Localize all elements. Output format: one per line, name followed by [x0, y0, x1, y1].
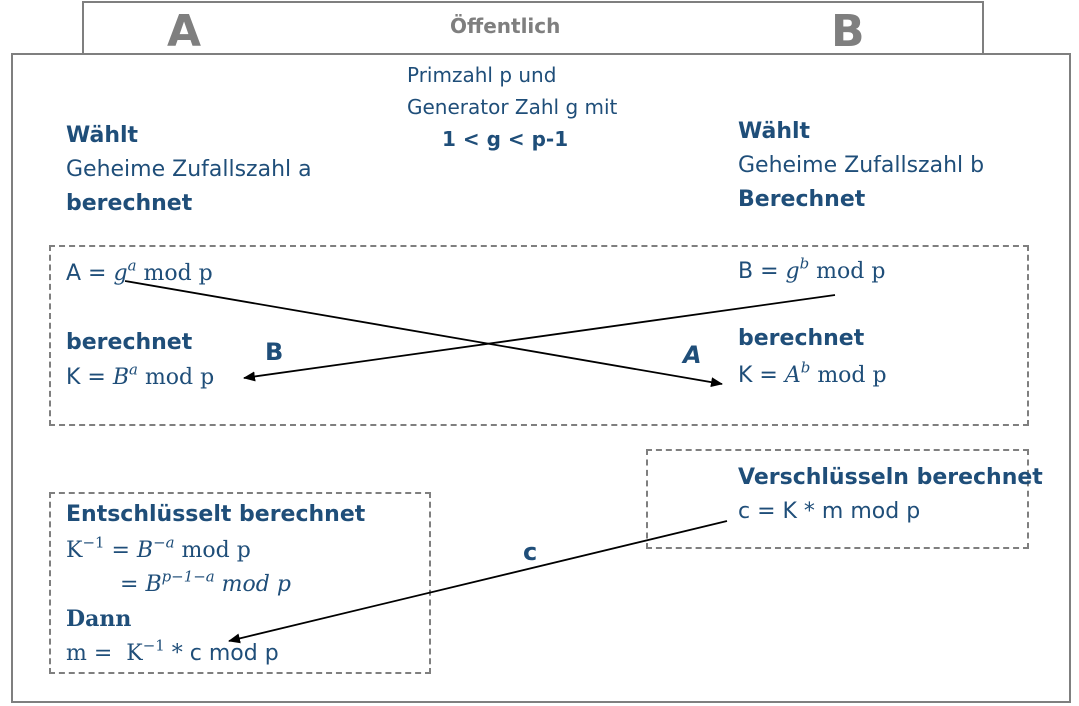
public-params-line1: Primzahl p und [407, 63, 557, 87]
public-params-line2: Generator Zahl g mit [407, 95, 618, 119]
decrypt-then: Dann [66, 606, 132, 632]
decrypt-title: Entschlüsselt berechnet [66, 502, 366, 527]
party-a-label: A [167, 6, 202, 57]
alice-choose: Wählt [66, 123, 139, 148]
party-b-label: B [831, 6, 865, 57]
bob-key-formula: K = Ab mod p [738, 358, 887, 388]
arrow-label-b: B [265, 338, 284, 366]
public-params-condition: 1 < g < p-1 [442, 127, 569, 151]
public-label: Öffentlich [450, 14, 561, 38]
key-exchange-box [49, 245, 1029, 426]
decrypt-m-formula: m = K−1 * c mod p [66, 636, 279, 666]
encrypt-title: Verschlüsseln berechnet [738, 465, 1043, 490]
bob-compute2: berechnet [738, 326, 865, 351]
bob-choose: Wählt [738, 119, 811, 144]
alice-compute2: berechnet [66, 330, 193, 355]
bob-compute: Berechnet [738, 187, 866, 212]
bob-secret: Geheime Zufallszahl b [738, 153, 985, 178]
decrypt-line2: = Bp−1−a mod p [120, 567, 291, 597]
arrow-label-c: c [523, 538, 538, 566]
bob-public-formula: B = gb mod p [738, 254, 886, 284]
alice-key-formula: K = Ba mod p [66, 360, 215, 390]
public-header-frame [82, 1, 984, 53]
arrow-label-a: A [683, 341, 702, 369]
encrypt-formula: c = K * m mod p [738, 499, 921, 524]
decrypt-line1: K−1 = B−a mod p [66, 533, 251, 563]
alice-secret: Geheime Zufallszahl a [66, 157, 312, 182]
alice-public-formula: A = ga mod p [66, 256, 213, 286]
encrypt-box [646, 449, 1029, 549]
alice-compute: berechnet [66, 191, 193, 216]
